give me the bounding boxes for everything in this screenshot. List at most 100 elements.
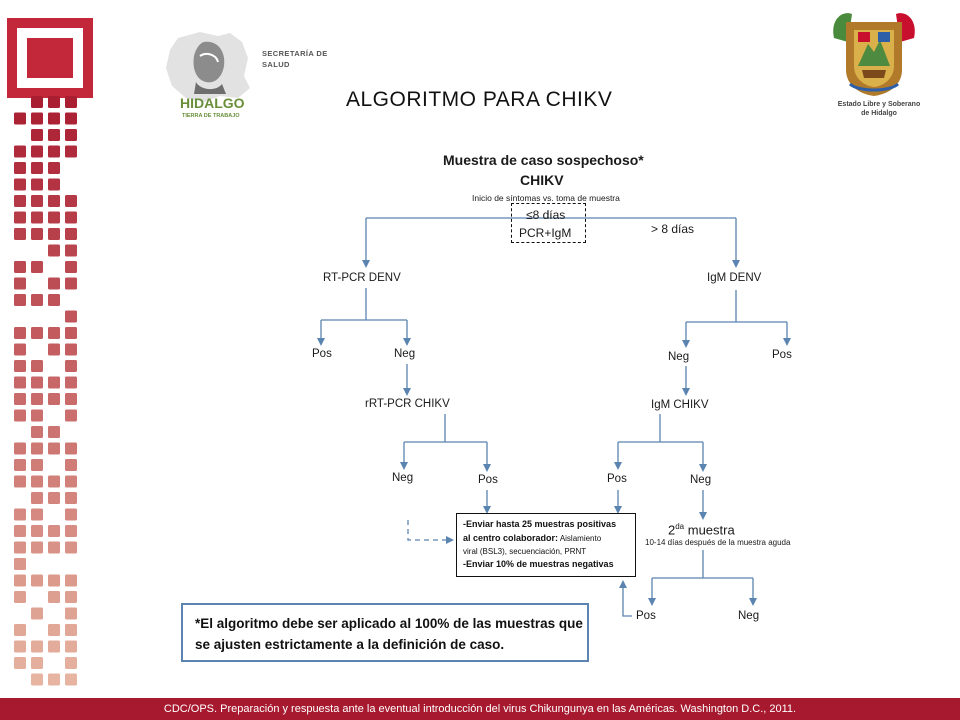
decorative-square <box>14 294 26 306</box>
decorative-square <box>48 162 60 174</box>
send-samples-box: -Enviar hasta 25 muestras positivas al c… <box>456 513 636 577</box>
decorative-square <box>48 426 60 438</box>
decorative-square <box>31 426 43 438</box>
decorative-square <box>65 640 77 653</box>
decorative-square <box>65 475 77 488</box>
decorative-square <box>48 195 60 207</box>
decorative-square <box>65 508 77 521</box>
decorative-square <box>65 657 77 669</box>
decorative-square <box>31 294 43 306</box>
decorative-square <box>31 640 43 653</box>
footer-citation: CDC/OPS. Preparación y respuesta ante la… <box>0 698 960 720</box>
decorative-square <box>14 591 26 603</box>
algorithm-note-box: *El algoritmo debe ser aplicado al 100% … <box>181 603 589 662</box>
decorative-square <box>14 640 26 653</box>
state-coat-of-arms-icon <box>833 13 915 96</box>
decorative-square <box>48 442 60 455</box>
decorative-square <box>48 112 60 125</box>
decorative-square <box>14 360 26 372</box>
decorative-square <box>14 261 26 273</box>
send-line-1: -Enviar hasta 25 muestras positivas <box>463 519 617 529</box>
decorative-square <box>31 145 43 158</box>
chikv-pos-left-node: Pos <box>478 474 498 486</box>
decorative-square <box>48 327 60 339</box>
decorative-square <box>31 360 43 372</box>
decorative-square <box>31 574 43 587</box>
decorative-square <box>65 673 77 686</box>
decorative-square <box>65 360 77 372</box>
decorative-square <box>31 673 43 686</box>
decorative-square <box>65 277 77 290</box>
decorative-square <box>65 327 77 339</box>
decorative-square <box>14 393 26 405</box>
decorative-square <box>65 607 77 620</box>
decorative-square <box>31 327 43 339</box>
decorative-square <box>31 376 43 389</box>
decorative-square <box>65 261 77 273</box>
decorative-square <box>14 525 26 537</box>
decorative-square <box>65 310 77 323</box>
secretaria-label: SECRETARÍA DE SALUD <box>262 48 328 70</box>
decorative-square <box>48 673 60 686</box>
decorative-square <box>65 343 77 356</box>
decorative-square <box>65 376 77 389</box>
hidalgo-logo-text: HIDALGO <box>180 95 245 111</box>
decorative-square <box>31 525 43 537</box>
note-line-2: se ajusten estrictamente a la definición… <box>195 637 505 652</box>
send-line-2-bold: al centro colaborador: <box>463 533 559 543</box>
igm-pos-node: Pos <box>607 473 627 485</box>
send-line-4: -Enviar 10% de muestras negativas <box>463 559 614 569</box>
decorative-square <box>65 541 77 554</box>
le8-days-box: ≤8 días PCR+IgM <box>511 203 586 243</box>
decorative-square <box>48 525 60 537</box>
decorative-square <box>65 393 77 405</box>
send-line-2-rest: Aislamiento <box>558 534 602 543</box>
decorative-square <box>31 607 43 620</box>
igm-neg-node: Neg <box>690 474 712 486</box>
decorative-square <box>14 442 26 455</box>
decorative-square <box>48 244 60 257</box>
decorative-square <box>31 541 43 554</box>
decorative-square <box>31 409 43 422</box>
decorative-square <box>65 492 77 504</box>
decorative-square <box>65 409 77 422</box>
final-neg-node: Neg <box>738 610 760 622</box>
second-sample-caption: 10-14 días después de la muestra aguda <box>645 538 791 547</box>
decorative-square <box>65 145 77 158</box>
decorative-square <box>65 442 77 455</box>
decorative-square <box>14 195 26 207</box>
decorative-square <box>65 129 77 141</box>
state-name-label: Estado Libre y Soberano de Hidalgo <box>824 100 934 118</box>
igm-denv-node: IgM DENV <box>707 272 762 284</box>
decorative-square <box>48 640 60 653</box>
decorative-square <box>31 96 43 108</box>
decorative-square <box>31 195 43 207</box>
decorative-square <box>31 112 43 125</box>
decorative-square <box>48 96 60 108</box>
secretaria-line-1: SECRETARÍA DE <box>262 49 328 58</box>
decorative-square <box>14 162 26 174</box>
decorative-square <box>14 558 26 570</box>
root-subtitle: CHIKV <box>520 172 564 188</box>
arrow-final-pos-to-send-box <box>619 580 632 617</box>
decorative-square <box>31 475 43 488</box>
decorative-square <box>65 112 77 125</box>
decorative-square <box>31 129 43 141</box>
second-sample-word: muestra <box>684 522 735 538</box>
decorative-square <box>48 541 60 554</box>
decorative-square <box>65 525 77 537</box>
decorative-square <box>48 343 60 356</box>
final-pos-node: Pos <box>636 610 656 622</box>
decorative-square <box>65 228 77 240</box>
decorative-square <box>14 657 26 669</box>
igm-chikv-node: IgM CHIKV <box>651 399 709 411</box>
decorative-square <box>65 195 77 207</box>
decorative-square <box>31 162 43 174</box>
decorative-square <box>48 475 60 488</box>
chikv-neg-left-node: Neg <box>392 472 414 484</box>
send-line-3: viral (BSL3), secuenciación, PRNT <box>463 547 587 556</box>
note-text: *El algoritmo debe ser aplicado al 100% … <box>195 613 583 655</box>
decorative-square <box>65 96 77 108</box>
decorative-square <box>65 591 77 603</box>
